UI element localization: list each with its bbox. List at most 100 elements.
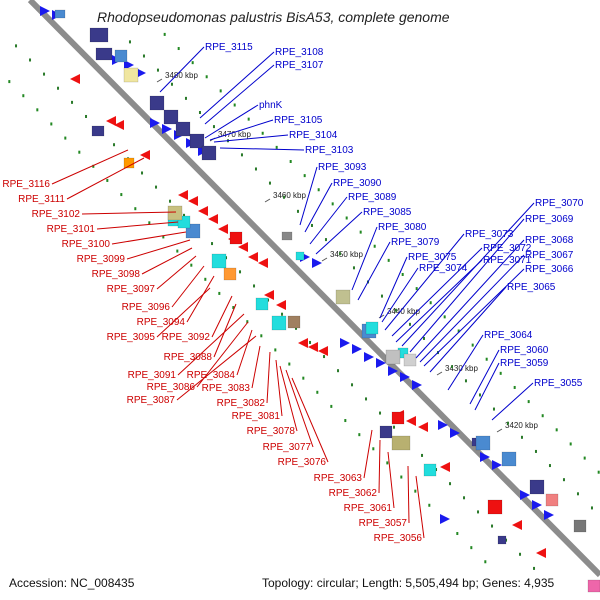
- track-tick: [36, 108, 39, 112]
- forward-gene-label: RPE_3065: [507, 282, 556, 293]
- reverse-gene-arrow: [298, 338, 308, 348]
- track-tick: [295, 326, 298, 330]
- reverse-leader-line: [126, 239, 191, 260]
- forward-gene-label: RPE_3060: [500, 345, 549, 356]
- forward-gene-arrow: [492, 460, 502, 470]
- forward-gene-label: RPE_3104: [289, 130, 338, 141]
- reverse-leader-line: [141, 247, 193, 275]
- track-tick: [176, 249, 179, 253]
- reverse-gene-label: RPE_3088: [164, 352, 213, 363]
- track-tick: [211, 242, 214, 246]
- forward-leader-line: [299, 166, 318, 226]
- track-tick: [43, 72, 46, 76]
- track-tick: [239, 270, 242, 274]
- track-tick: [71, 100, 74, 104]
- forward-gene-label: RPE_3090: [333, 178, 382, 189]
- track-tick: [190, 263, 193, 267]
- reverse-gene-labels: RPE_3116RPE_3111RPE_3102RPE_3101RPE_3100…: [2, 179, 422, 544]
- gene-box-misc: [391, 435, 411, 451]
- track-tick: [254, 167, 257, 171]
- gene-box-navy: [201, 145, 217, 161]
- track-tick: [232, 306, 235, 310]
- reverse-leader-line: [211, 295, 233, 338]
- gene-box-misc: [385, 349, 401, 365]
- track-tick: [583, 456, 586, 460]
- kbp-label: 3470 kbp: [218, 130, 251, 139]
- track-tick: [394, 308, 397, 312]
- reverse-leader-line: [285, 369, 314, 448]
- track-tick: [212, 125, 215, 129]
- track-tick: [527, 400, 530, 404]
- forward-leader-line: [423, 268, 525, 367]
- track-tick: [113, 143, 116, 147]
- track-tick: [548, 464, 551, 468]
- kbp-label: 3480 kbp: [165, 71, 198, 80]
- track-tick: [268, 181, 271, 185]
- track-tick: [393, 425, 396, 429]
- track-tick: [218, 291, 221, 295]
- track-tick: [345, 216, 348, 220]
- track-tick: [541, 414, 544, 418]
- forward-gene-label: RPE_3115: [205, 42, 253, 53]
- track-tick: [379, 411, 382, 415]
- gene-box-cyan: [295, 251, 305, 261]
- reverse-gene-arrow: [308, 342, 318, 352]
- gene-box-warm: [587, 579, 600, 593]
- track-tick: [372, 447, 375, 451]
- scale-ticks: [8, 32, 600, 570]
- track-tick: [233, 103, 236, 107]
- forward-gene-label: RPE_3074: [419, 263, 468, 274]
- track-tick: [443, 315, 446, 319]
- track-tick: [456, 532, 459, 536]
- track-tick: [365, 397, 368, 401]
- track-tick: [316, 390, 319, 394]
- reverse-gene-arrow: [188, 196, 198, 206]
- forward-gene-arrow: [400, 372, 410, 382]
- forward-leader-line: [379, 256, 408, 319]
- reverse-gene-label: RPE_3099: [77, 254, 126, 265]
- gene-box-red: [229, 231, 243, 245]
- gene-box-red: [487, 499, 503, 515]
- track-tick: [478, 393, 481, 397]
- reverse-gene-label: RPE_3095: [107, 332, 156, 343]
- track-tick: [260, 334, 263, 338]
- reverse-leader-line: [407, 465, 410, 524]
- gene-box-cyan: [423, 463, 437, 477]
- forward-gene-label: RPE_3072: [483, 243, 532, 254]
- gene-box-navy: [89, 27, 109, 43]
- track-tick: [183, 213, 186, 217]
- reverse-gene-label: RPE_3084: [187, 370, 236, 381]
- track-tick: [373, 244, 376, 248]
- forward-leader-line: [491, 382, 534, 421]
- reverse-gene-label: RPE_3056: [374, 533, 423, 544]
- forward-leader-line: [429, 286, 507, 373]
- reverse-leader-line: [291, 377, 329, 463]
- gene-box-cyan: [255, 297, 269, 311]
- forward-leader-line: [304, 182, 333, 233]
- reverse-leader-line: [156, 287, 211, 338]
- reverse-gene-arrow: [318, 346, 328, 356]
- forward-gene-arrow: [340, 338, 350, 348]
- forward-gene-label: RPE_3103: [305, 145, 354, 156]
- forward-gene-arrow: [124, 60, 134, 70]
- track-tick: [288, 362, 291, 366]
- forward-leader-line: [209, 119, 274, 141]
- track-tick: [29, 58, 32, 62]
- forward-gene-arrow: [150, 118, 160, 128]
- track-tick: [310, 223, 313, 227]
- reverse-leader-line: [279, 365, 298, 432]
- track-tick: [415, 287, 418, 291]
- track-tick: [513, 385, 516, 389]
- track-tick: [246, 320, 249, 324]
- track-tick: [323, 355, 326, 359]
- reverse-leader-line: [266, 351, 271, 404]
- gene-box-navy: [189, 133, 205, 149]
- forward-gene-label: RPE_3107: [275, 60, 324, 71]
- accession-text: Accession: NC_008435: [9, 576, 135, 590]
- forward-leader-line: [219, 147, 305, 151]
- gene-box-navy: [91, 125, 105, 137]
- reverse-gene-arrow: [258, 258, 268, 268]
- gene-box-misc: [573, 519, 587, 533]
- gene-box-warm: [223, 267, 237, 281]
